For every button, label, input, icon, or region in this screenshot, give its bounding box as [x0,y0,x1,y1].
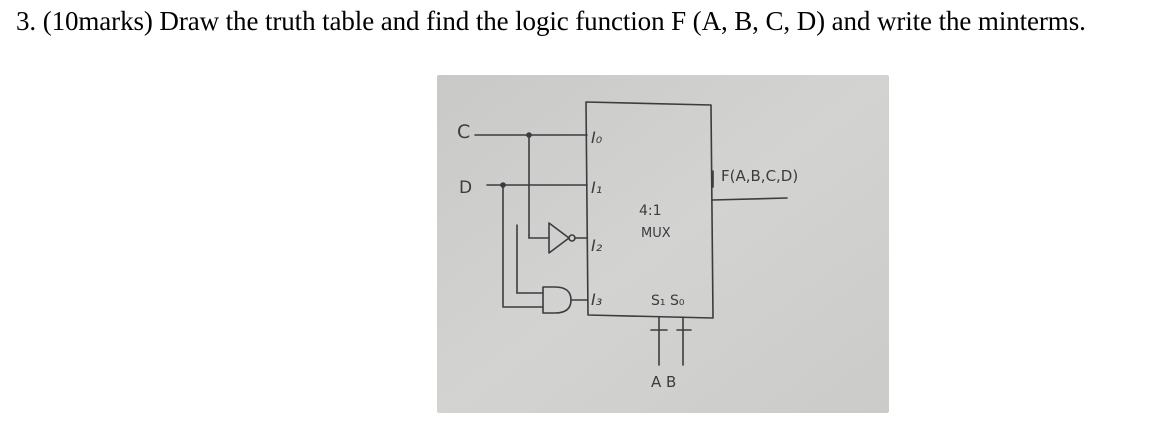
label-i1: I₁ [591,178,602,197]
label-i0: I₀ [591,128,603,147]
mux-name-label: MUX [641,226,671,241]
question-text: 3. (10marks) Draw the truth table and fi… [16,6,1086,36]
label-c: C [457,121,470,143]
label-i2: I₂ [591,236,603,255]
label-d: D [459,178,472,198]
select-input-labels: A B [651,373,676,391]
label-i3: I₃ [591,290,602,309]
output-label: F(A,B,C,D) [721,167,798,185]
mux-ratio-label: 4:1 [639,203,662,219]
wire-d-branch [502,184,544,308]
paper-background [437,75,889,413]
circuit-photo: C D I₀ I₁ I₂ I₃ 4:1 MUX S₁ S₀ A B F(A,B,… [437,75,889,413]
output-wire [711,197,788,201]
select-labels: S₁ S₀ [651,293,685,309]
mux-block [585,101,714,319]
